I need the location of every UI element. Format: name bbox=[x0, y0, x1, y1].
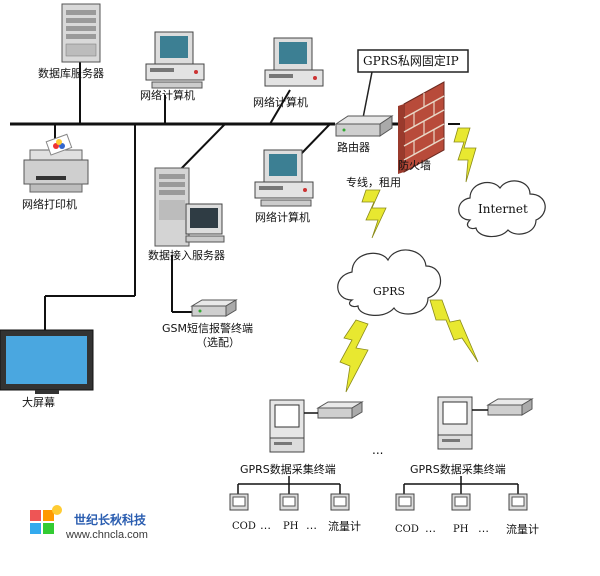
right-flow-label: 流量计 bbox=[506, 523, 539, 536]
left-terminal-label: GPRS数据采集终端 bbox=[240, 463, 336, 476]
right-terminal-icon bbox=[437, 396, 534, 450]
left-sensor-cod-icon bbox=[229, 493, 249, 511]
access-server-label: 数据接入服务器 bbox=[148, 249, 225, 262]
right-terminal-label: GPRS数据采集终端 bbox=[410, 463, 506, 476]
lightning-gprs-left-terminal bbox=[339, 319, 369, 393]
pc2-drop bbox=[269, 89, 291, 125]
ellipsis-middle: ... bbox=[372, 443, 384, 457]
left-ph-label: PH bbox=[283, 521, 299, 532]
right-sensor-bus bbox=[403, 476, 519, 494]
left-sensor-flow-icon bbox=[330, 493, 350, 511]
db-server-icon bbox=[61, 3, 101, 63]
left-flow-label: 流量计 bbox=[328, 520, 361, 533]
gprs-ip-label: GPRS私网固定IP bbox=[363, 54, 459, 68]
db-server-label: 数据库服务器 bbox=[38, 67, 104, 80]
net-pc-2-icon bbox=[264, 37, 324, 87]
right-sensor-ph-icon bbox=[451, 493, 471, 511]
net-pc-3-label: 网络计算机 bbox=[255, 211, 310, 224]
left-dots-1: … bbox=[260, 519, 271, 532]
left-sensor-ph-icon bbox=[279, 493, 299, 511]
big-screen-icon bbox=[0, 329, 94, 394]
gprs-cloud-icon bbox=[337, 249, 442, 316]
left-sensor-bus bbox=[237, 476, 341, 494]
net-printer-label: 网络打印机 bbox=[22, 198, 77, 211]
access-server-icon bbox=[154, 167, 225, 247]
gprs-ip-callout bbox=[357, 49, 469, 119]
pc3-drop bbox=[299, 123, 331, 156]
brand-name: 世纪长秋科技 bbox=[74, 513, 147, 527]
printer-icon bbox=[23, 133, 89, 193]
internet-cloud-icon bbox=[458, 180, 546, 238]
net-pc-2-label: 网络计算机 bbox=[253, 96, 308, 109]
firewall-label: 防火墙 bbox=[398, 159, 431, 172]
gprs-cloud-label: GPRS bbox=[373, 285, 406, 298]
left-terminal-icon bbox=[269, 399, 364, 453]
brand-logo-icon bbox=[30, 505, 62, 534]
gsm-terminal-label-2: （选配） bbox=[196, 336, 240, 349]
net-pc-1-label: 网络计算机 bbox=[140, 89, 195, 102]
left-cod-label: COD bbox=[232, 521, 256, 532]
lightning-firewall-internet bbox=[453, 127, 477, 183]
gsm-terminal-label-1: GSM短信报警终端 bbox=[162, 322, 253, 335]
right-ph-label: PH bbox=[453, 524, 469, 535]
right-dots-2: … bbox=[478, 522, 489, 535]
right-sensor-flow-icon bbox=[508, 493, 528, 511]
brand-url[interactable]: www.chncla.com bbox=[66, 529, 148, 541]
access-server-drop bbox=[174, 123, 226, 176]
leased-line-label: 专线，租用 bbox=[346, 176, 401, 189]
net-pc-3-icon bbox=[254, 149, 314, 207]
right-cod-label: COD bbox=[395, 524, 419, 535]
net-pc-1-icon bbox=[145, 31, 205, 89]
firewall-icon bbox=[398, 81, 445, 174]
big-screen-label: 大屏幕 bbox=[22, 396, 55, 409]
gsm-terminal-icon bbox=[190, 299, 238, 317]
internet-label: Internet bbox=[478, 202, 528, 216]
lightning-gprs-right-terminal bbox=[429, 299, 479, 363]
right-dots-1: … bbox=[425, 522, 436, 535]
right-sensor-cod-icon bbox=[395, 493, 415, 511]
left-dots-2: … bbox=[306, 519, 317, 532]
router-icon bbox=[334, 115, 394, 137]
router-label: 路由器 bbox=[337, 141, 370, 154]
lightning-router-gprs bbox=[361, 189, 387, 239]
